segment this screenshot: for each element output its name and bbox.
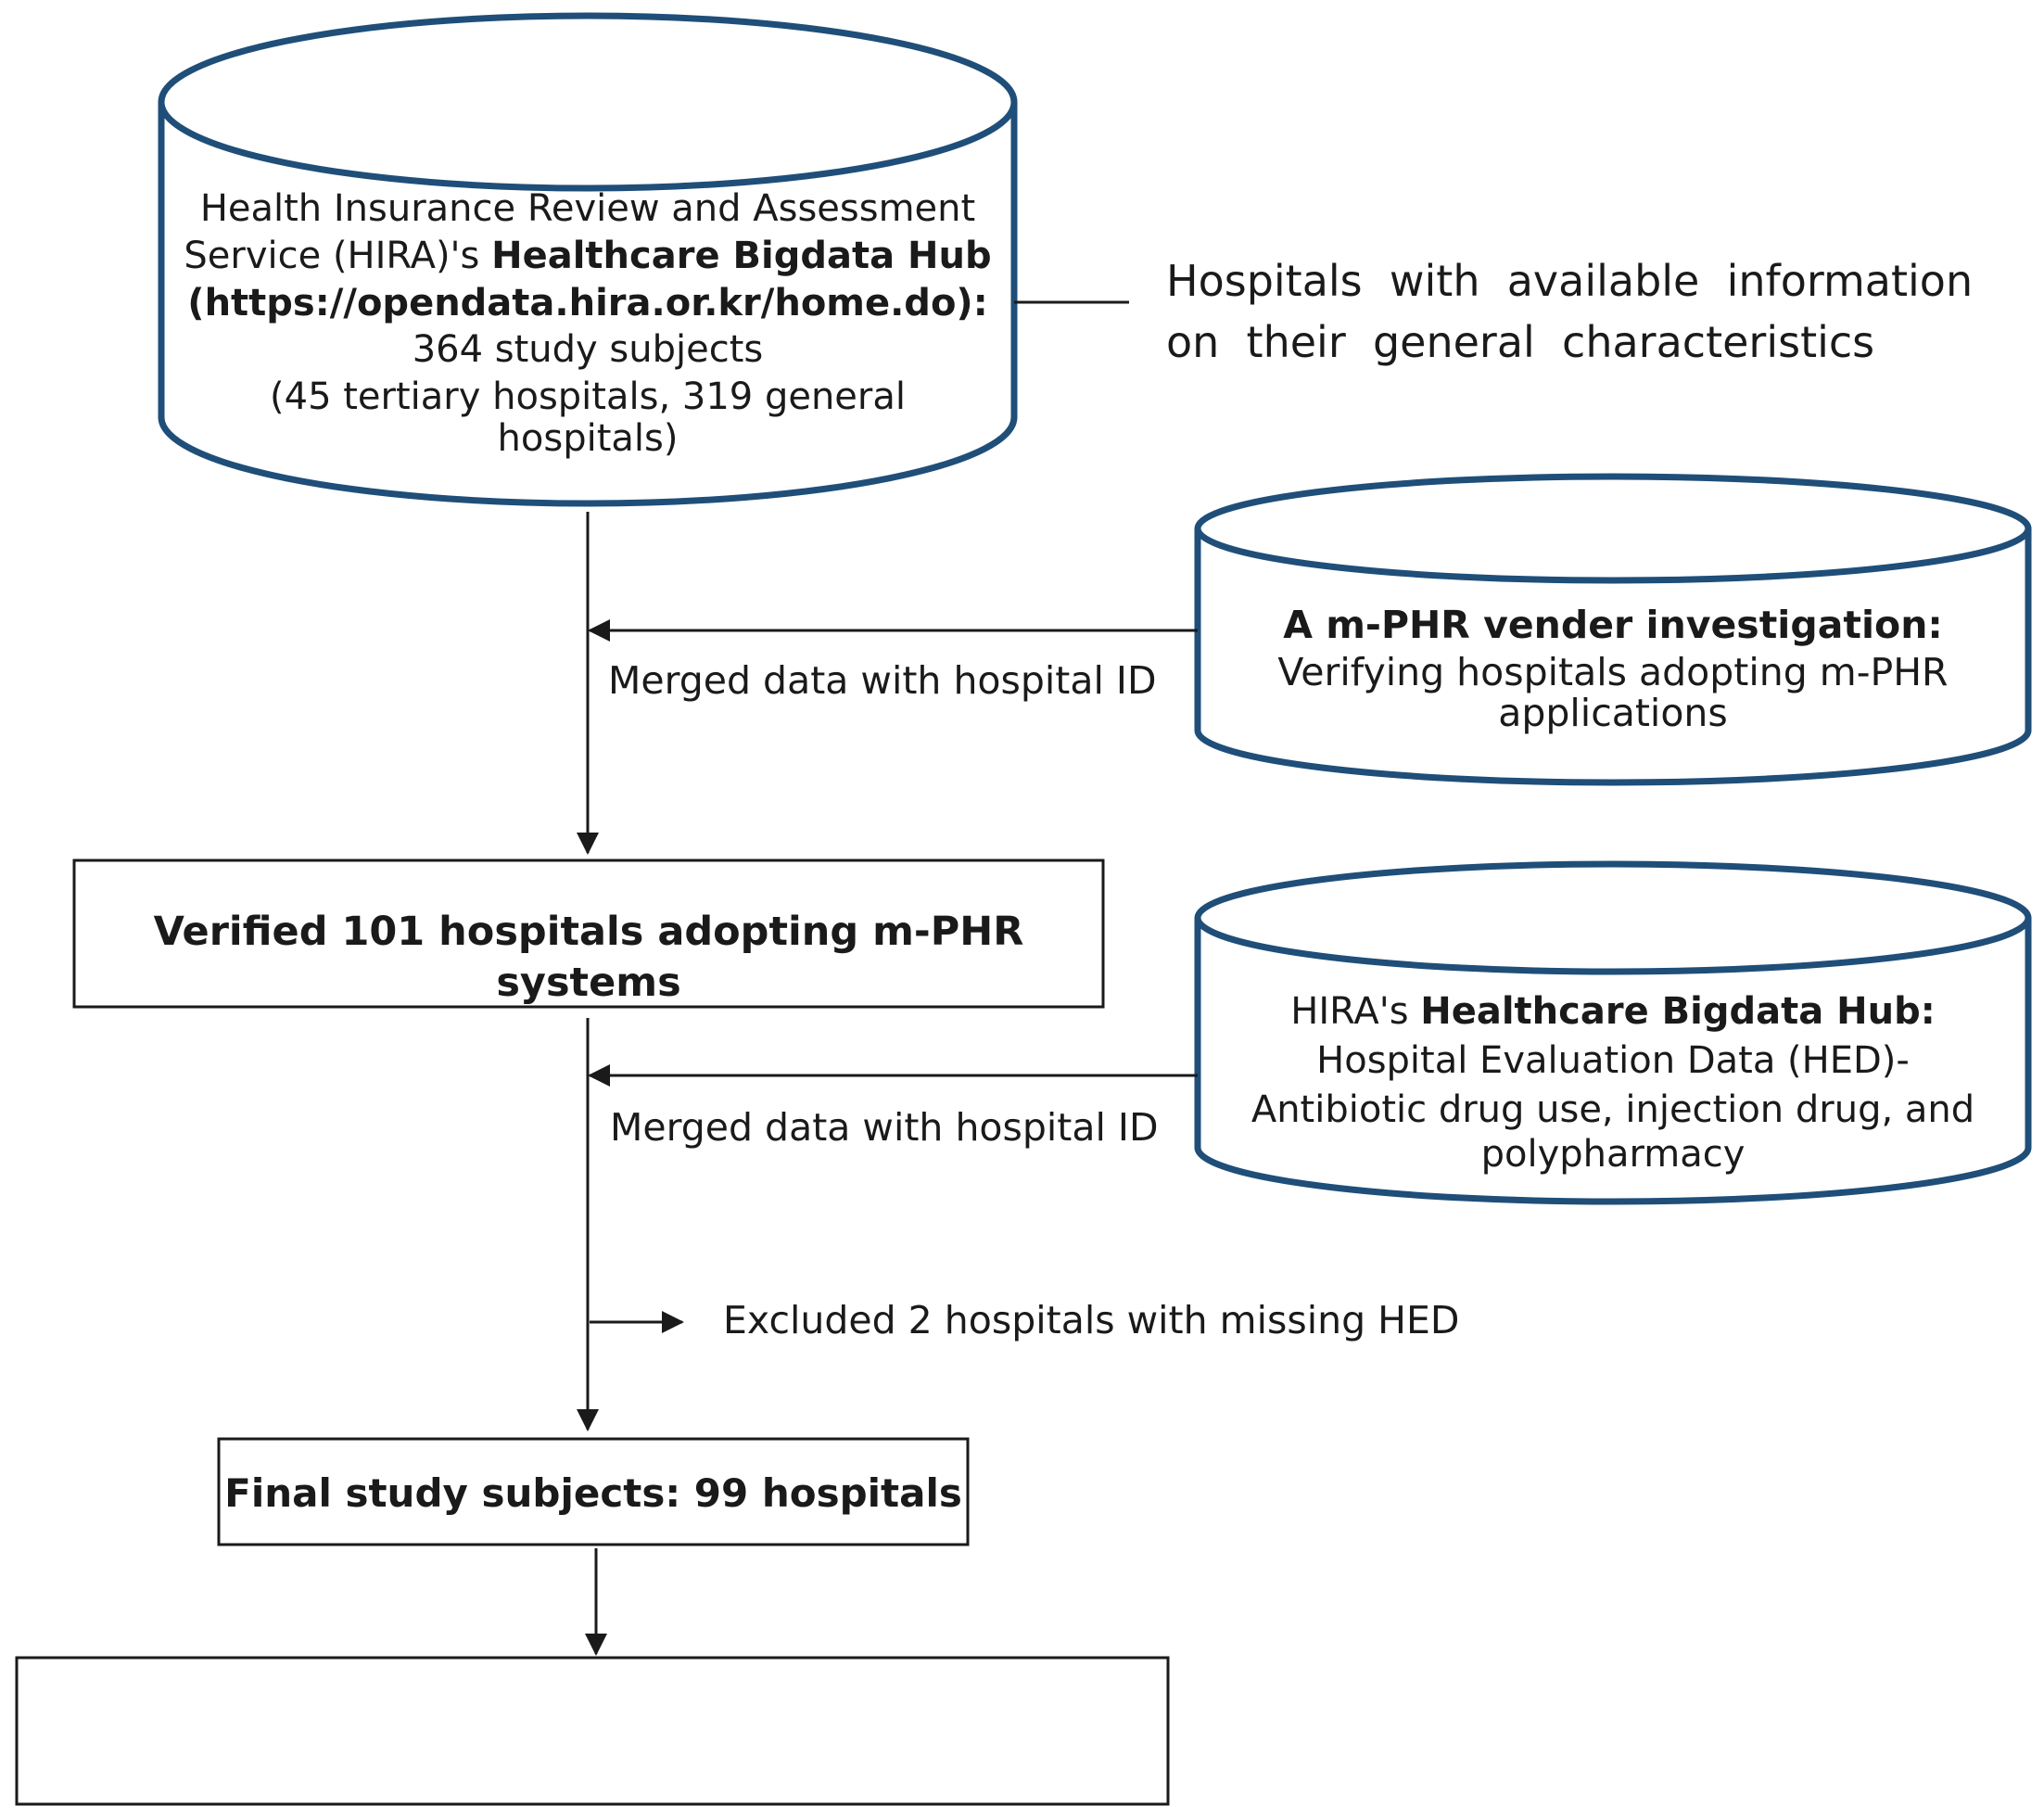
verified-hospitals-text: Verified 101 hospitals adopting m-PHR sy… <box>153 909 1024 1006</box>
hed-line-3: Antibiotic drug use, injection drug, and <box>1251 1088 1975 1132</box>
excluded-label: Excluded 2 hospitals with missing HED <box>723 1298 1460 1342</box>
hira-line-4: 364 study subjects <box>412 328 764 372</box>
general-info-line-1: Hospitals with available information <box>1166 256 1974 306</box>
merge-label-2: Merged data with hospital ID <box>610 1105 1159 1150</box>
merge-label-1: Merged data with hospital ID <box>608 658 1157 703</box>
final-subjects-text: Final study subjects: 99 hospitals <box>224 1470 962 1516</box>
final-subjects-box <box>217 1437 970 1546</box>
hira-line-2-prefix: Service (HIRA)'s <box>184 234 492 277</box>
vendor-line-2: Verifying hospitals adopting m-PHR <box>1277 649 1949 694</box>
hira-database-text: Health Insurance Review and Assessment S… <box>167 185 1009 463</box>
hed-line-4: polypharmacy <box>1480 1132 1746 1176</box>
hira-database-cylinder <box>158 12 1018 507</box>
hira-line-2: Service (HIRA)'s Healthcare Bigdata Hub <box>167 233 1009 280</box>
vendor-title: A m-PHR vender investigation: <box>1283 603 1943 647</box>
vendor-investigation-cylinder <box>1194 473 2032 786</box>
hed-database-cylinder <box>1194 860 2032 1205</box>
general-info-note: Hospitals with available information on … <box>1166 250 1973 373</box>
analysis-box <box>15 1656 1170 1806</box>
hed-line-1: HIRA's Healthcare Bigdata Hub: <box>1205 986 2021 1037</box>
vendor-investigation-text: A m-PHR vender investigation: Verifying … <box>1205 599 2021 740</box>
hed-line-1-prefix: HIRA's <box>1290 990 1421 1033</box>
hira-line-6: hospitals) <box>497 416 679 460</box>
general-info-line-2: on their general characteristics <box>1166 317 1875 367</box>
hed-line-1-bold: Healthcare Bigdata Hub: <box>1420 990 1936 1033</box>
hira-line-2-bold: Healthcare Bigdata Hub <box>491 234 992 277</box>
verified-hospitals-box <box>72 859 1105 1009</box>
vendor-line-3: applications <box>1498 691 1728 736</box>
hira-line-1: Health Insurance Review and Assessment <box>199 187 976 230</box>
hed-line-2: Hospital Evaluation Data (HED)- <box>1316 1039 1910 1083</box>
hed-database-text: HIRA's Healthcare Bigdata Hub: Hospital … <box>1205 986 2021 1180</box>
hira-line-5: (45 tertiary hospitals, 319 general <box>270 375 906 419</box>
hira-url-line: (https://opendata.hira.or.kr/home.do): <box>187 281 988 324</box>
